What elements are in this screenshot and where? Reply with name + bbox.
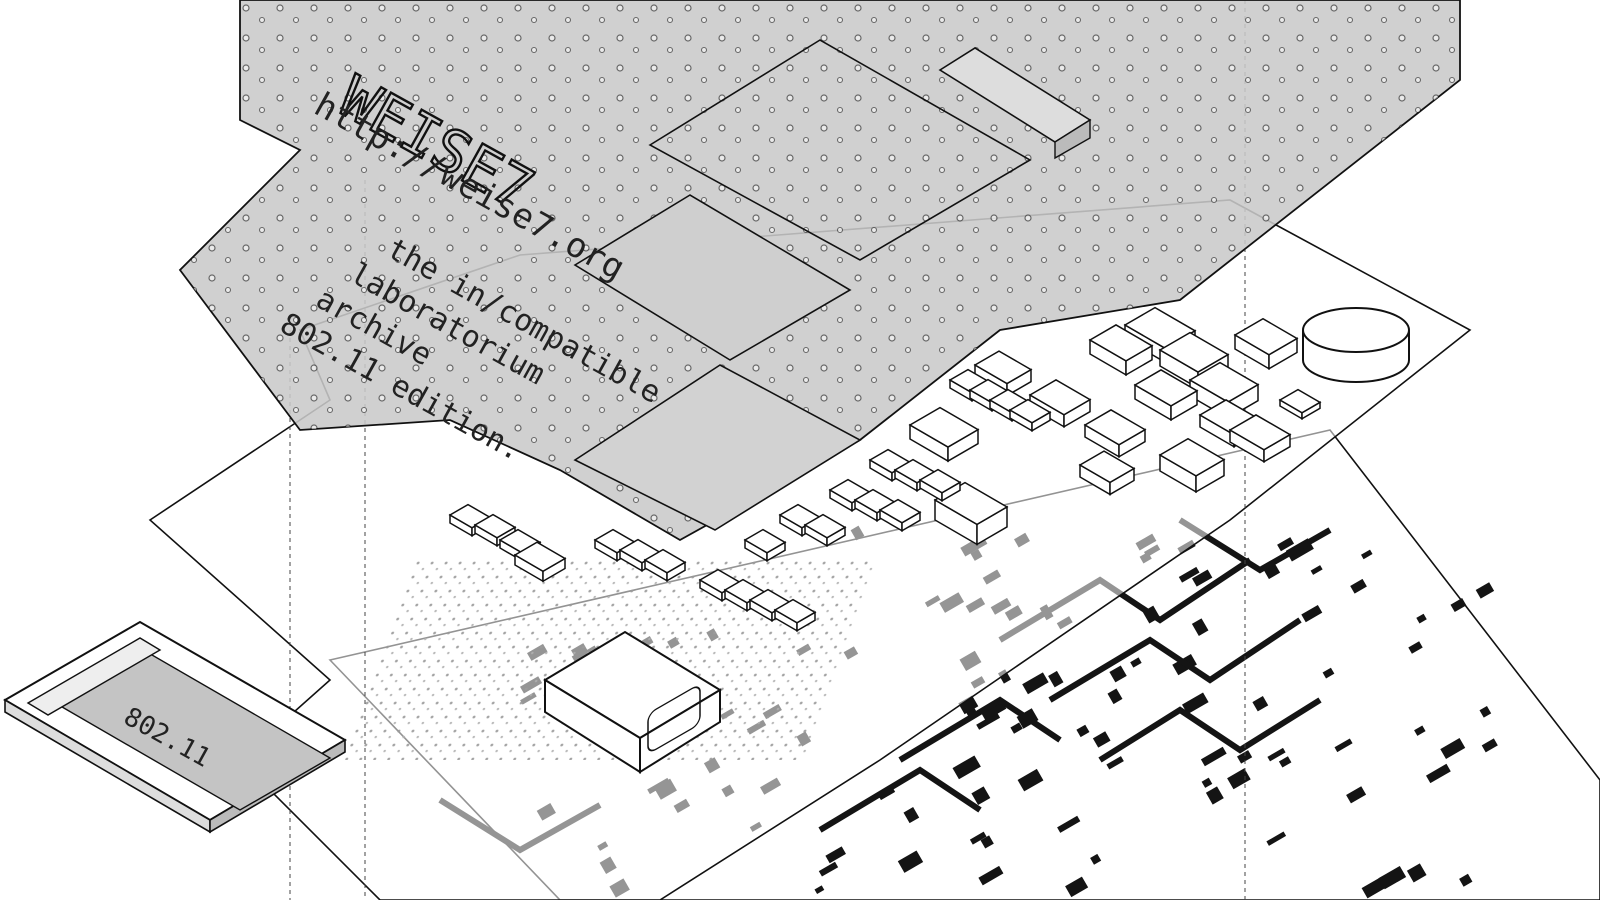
copper-pad [1414, 725, 1426, 736]
smd-component [1078, 450, 1136, 496]
smd-component [643, 548, 687, 583]
copper-pad [1236, 750, 1253, 764]
copper-pad [1277, 537, 1295, 552]
copper-pad [1475, 582, 1495, 599]
copper-pad [1022, 672, 1049, 695]
smd-component [743, 528, 787, 563]
copper-pad [1130, 657, 1142, 668]
copper-pad [958, 695, 979, 715]
copper-pad [1440, 737, 1466, 759]
smd-component [878, 498, 922, 533]
copper-pad [818, 861, 839, 877]
copper-pad [1200, 746, 1227, 767]
copper-pad [1017, 768, 1044, 792]
copper-pad [1109, 665, 1127, 683]
copper-pad [1192, 569, 1213, 587]
copper-pad [1267, 747, 1286, 762]
copper-pad [1090, 853, 1102, 865]
copper-pad [1406, 863, 1427, 883]
copper-pad [971, 786, 991, 806]
copper-pad [903, 807, 920, 824]
copper-pad [1350, 578, 1367, 594]
smd-component [918, 468, 962, 503]
copper-pad [1361, 876, 1388, 899]
copper-pad [1310, 565, 1323, 575]
copper-pad [1481, 738, 1498, 753]
copper-pad [1301, 604, 1323, 623]
copper-pad [897, 850, 924, 873]
copper-pad [1107, 688, 1123, 705]
smd-component [803, 513, 847, 548]
copper-pad [978, 865, 1004, 886]
smd-component [1278, 388, 1322, 421]
copper-pad [980, 835, 994, 849]
copper-pad [1408, 641, 1423, 654]
smd-component [1228, 414, 1292, 464]
wifi-module: 802.11 [3, 620, 347, 834]
copper-pad [1252, 696, 1269, 712]
capacitor-icon [1302, 307, 1410, 383]
smd-component [773, 598, 817, 633]
smd-component [908, 406, 980, 463]
copper-pad [1426, 763, 1451, 784]
copper-pad [1092, 731, 1111, 748]
copper-pad [1278, 756, 1292, 768]
copper-pad [1010, 722, 1023, 734]
copper-pad [980, 699, 1007, 721]
top-board [178, 0, 1461, 542]
copper-pad [814, 885, 825, 895]
smd-component [1233, 317, 1299, 371]
copper-pad [1416, 613, 1427, 624]
usb-connector-icon [543, 630, 722, 774]
copper-trace [1098, 697, 1322, 763]
copper-pad [825, 846, 846, 864]
copper-pad [1191, 618, 1209, 636]
copper-pad [1334, 738, 1353, 753]
smd-component [1133, 369, 1199, 422]
component-layer [448, 306, 1322, 633]
copper-pad [1048, 670, 1064, 688]
smd-component [513, 541, 567, 583]
copper-pad [1201, 777, 1213, 788]
copper-pad [952, 755, 981, 780]
copper-pad [1076, 724, 1090, 738]
copper-trace [818, 766, 982, 833]
copper-pad [1065, 876, 1089, 898]
copper-pad [1459, 873, 1473, 887]
copper-trace [1048, 617, 1302, 703]
smd-component [1083, 409, 1147, 459]
copper-pad [1266, 831, 1287, 846]
copper-pad [1322, 667, 1335, 679]
copper-pad [1057, 815, 1081, 833]
copper-pad [969, 831, 987, 845]
copper-pad [1346, 786, 1367, 804]
copper-pad [976, 712, 1001, 730]
smd-component [1158, 437, 1226, 494]
copper-pad [1205, 786, 1224, 805]
copper-trace [898, 696, 1062, 763]
copper-pad [1178, 566, 1200, 583]
smd-component [1008, 398, 1052, 433]
smd-component [1088, 324, 1154, 377]
copper-pad [1106, 756, 1124, 770]
copper-pad [1361, 549, 1373, 560]
copper-pad [1227, 768, 1251, 790]
copper-pad [1182, 692, 1209, 715]
copper-pad [1479, 705, 1492, 718]
copper-pad [1450, 598, 1467, 613]
